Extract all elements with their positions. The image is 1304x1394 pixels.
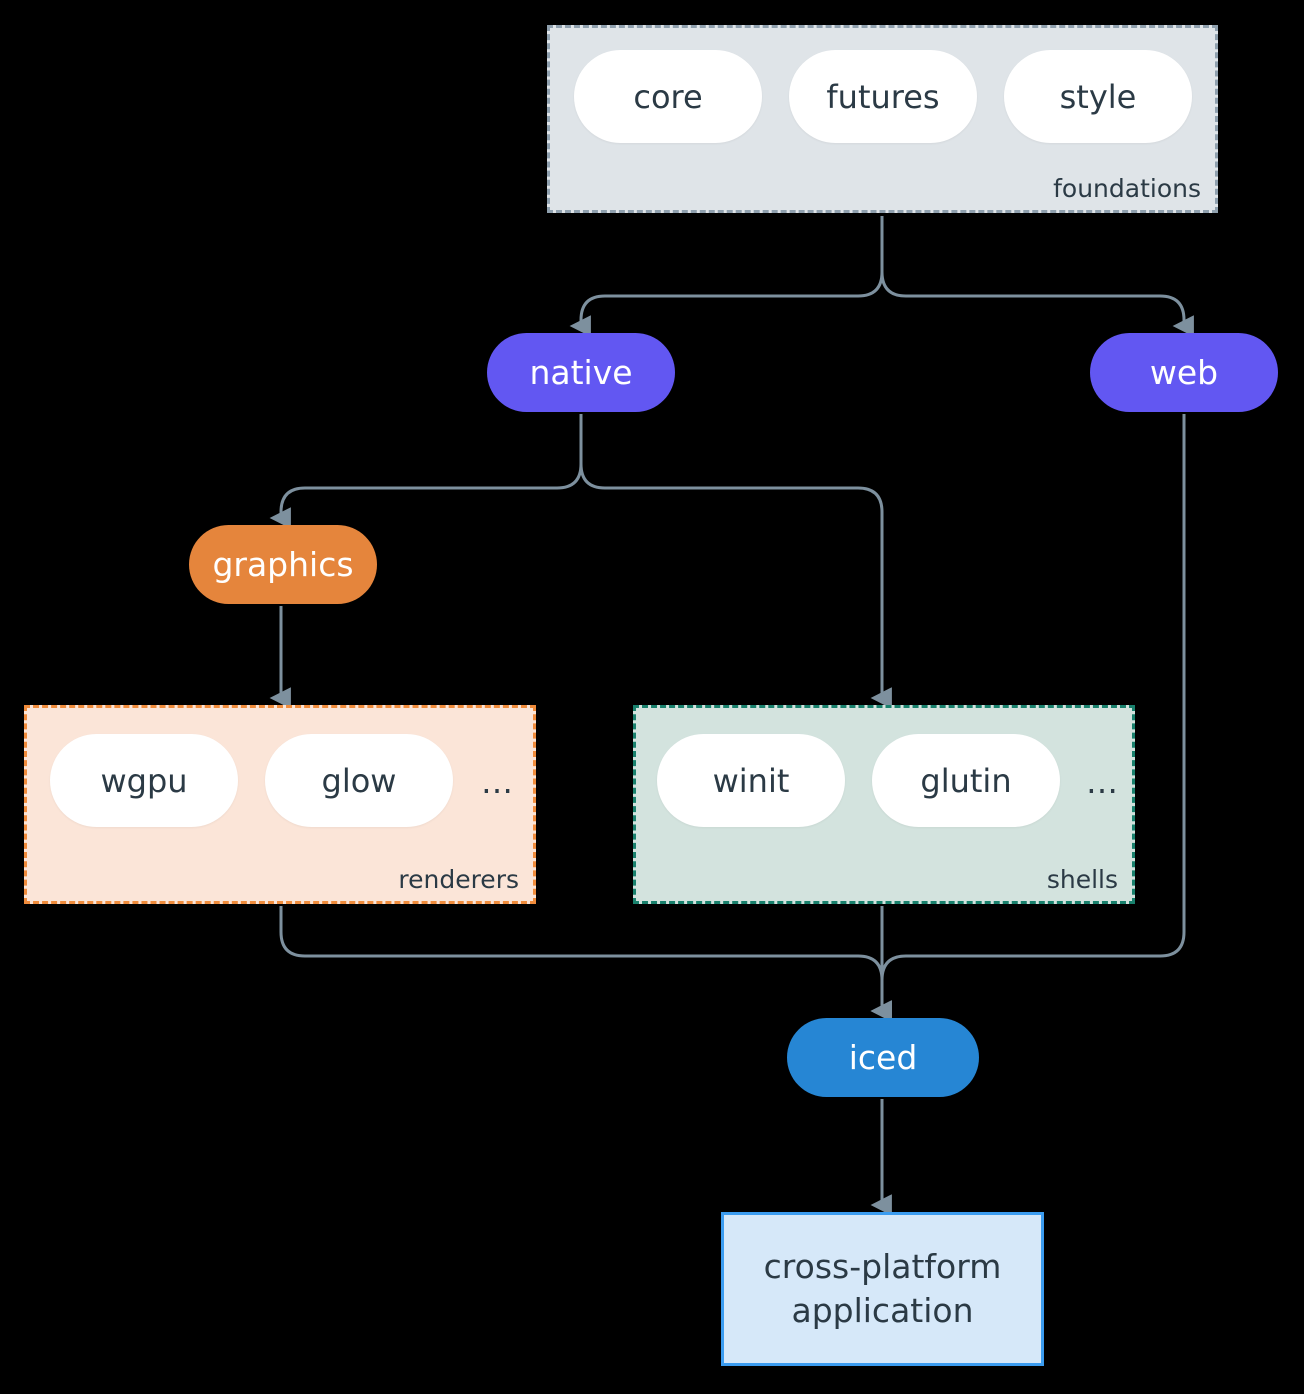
pill-label-core: core (633, 77, 703, 116)
cluster-label-shells: shells (1046, 864, 1118, 894)
node-native[interactable]: native (487, 333, 675, 412)
pill-wgpu[interactable]: wgpu (50, 734, 238, 827)
pill-style[interactable]: style (1004, 50, 1192, 143)
edge-native-to-shells (579, 414, 892, 709)
application-line-1: cross-platform (763, 1247, 1002, 1287)
pill-label-futures: futures (826, 77, 940, 116)
pill-glutin[interactable]: glutin (872, 734, 1060, 827)
pill-winit[interactable]: winit (657, 734, 845, 827)
pill-glow[interactable]: glow (265, 734, 453, 827)
pill-label-glutin: glutin (920, 761, 1012, 800)
edge-renderers-to-iced (279, 906, 892, 1022)
node-graphics[interactable]: graphics (189, 525, 377, 604)
cluster-label-renderers: renderers (398, 864, 519, 894)
edge-foundations-to-web (880, 216, 1194, 337)
cluster-label-foundations: foundations (1053, 173, 1201, 203)
node-cross-platform-application[interactable]: cross-platform application (721, 1212, 1044, 1366)
node-label-native: native (529, 353, 633, 392)
edge-native-to-graphics (269, 414, 583, 529)
node-label-iced: iced (848, 1038, 918, 1077)
node-web[interactable]: web (1090, 333, 1278, 412)
edge-foundations-to-native (569, 216, 884, 337)
renderers-ellipsis: … (481, 763, 513, 801)
node-label-web: web (1149, 353, 1219, 392)
node-iced[interactable]: iced (787, 1018, 979, 1097)
node-label-graphics: graphics (212, 545, 354, 584)
shells-ellipsis: … (1086, 763, 1118, 801)
pill-label-winit: winit (712, 761, 790, 800)
pill-futures[interactable]: futures (789, 50, 977, 143)
pill-label-style: style (1059, 77, 1137, 116)
pill-label-wgpu: wgpu (100, 761, 188, 800)
pill-label-glow: glow (321, 761, 397, 800)
application-line-2: application (791, 1291, 974, 1330)
pill-core[interactable]: core (574, 50, 762, 143)
